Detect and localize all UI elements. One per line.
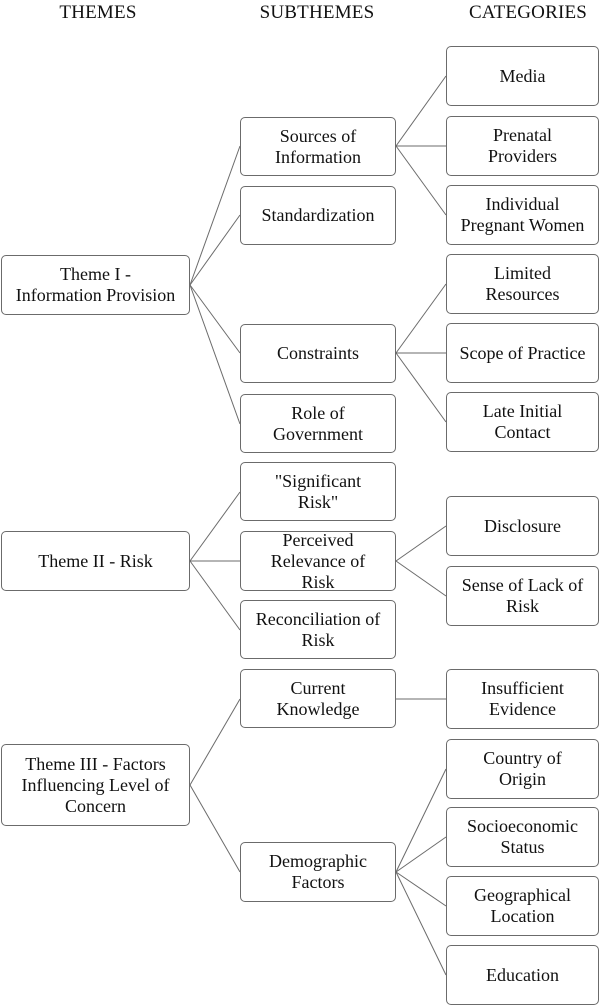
connector-line — [189, 284, 241, 354]
category-scope-of-practice: Scope of Practice — [446, 323, 599, 383]
subtheme-constraints: Constraints — [240, 324, 396, 383]
category-late-initial-contact: Late Initial Contact — [446, 392, 599, 452]
category-individual-pregnant-women: Individual Pregnant Women — [446, 185, 599, 245]
subtheme-sources-of-information: Sources of Information — [240, 117, 396, 176]
category-prenatal-providers: Prenatal Providers — [446, 116, 599, 176]
subtheme-role-of-government: Role of Government — [240, 394, 396, 453]
subtheme-perceived-relevance-of-risk: Perceived Relevance of Risk — [240, 530, 396, 592]
subtheme-standardization: Standardization — [240, 186, 396, 245]
connector-line — [395, 871, 447, 907]
column-header-subthemes: SUBTHEMES — [259, 2, 375, 23]
category-limited-resources: Limited Resources — [446, 254, 599, 314]
category-insufficient-evidence: Insufficient Evidence — [446, 669, 599, 729]
connector-line — [189, 214, 241, 286]
theme-factors-influencing-concern: Theme III - Factors Influencing Level of… — [1, 744, 190, 826]
connector-line — [395, 560, 447, 597]
connector-line — [395, 352, 447, 423]
category-sense-of-lack-of-risk: Sense of Lack of Risk — [446, 566, 599, 626]
subtheme-demographic-factors: Demographic Factors — [240, 842, 396, 902]
connector-line — [189, 145, 241, 286]
category-socioeconomic-status: Socioeconomic Status — [446, 807, 599, 867]
connector-line — [395, 525, 447, 562]
connector-line — [395, 836, 447, 873]
connector-line — [189, 698, 241, 786]
category-education: Education — [446, 945, 599, 1005]
category-disclosure: Disclosure — [446, 496, 599, 556]
connector-line — [189, 560, 241, 631]
column-header-categories: CATEGORIES — [468, 2, 588, 23]
connector-line — [395, 871, 447, 976]
theme-information-provision: Theme I - Information Provision — [1, 255, 190, 315]
subtheme-current-knowledge: Current Knowledge — [240, 669, 396, 728]
connector-line — [189, 784, 241, 873]
connector-line — [189, 491, 241, 562]
connector-line — [395, 768, 447, 873]
subtheme-significant-risk: "Significant Risk" — [240, 462, 396, 521]
subtheme-reconciliation-of-risk: Reconciliation of Risk — [240, 600, 396, 659]
connector-line — [395, 283, 447, 354]
category-country-of-origin: Country of Origin — [446, 739, 599, 799]
column-header-themes: THEMES — [59, 2, 137, 23]
category-media: Media — [446, 46, 599, 106]
connector-line — [395, 145, 447, 216]
connector-line — [395, 75, 447, 147]
theme-risk: Theme II - Risk — [1, 531, 190, 591]
category-geographical-location: Geographical Location — [446, 876, 599, 936]
connector-line — [189, 284, 241, 425]
